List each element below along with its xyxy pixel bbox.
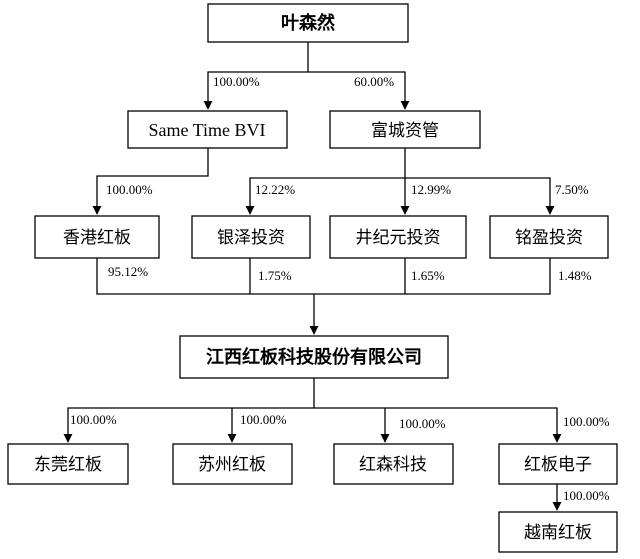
node-label: 越南红板 <box>524 523 592 543</box>
node-label: 东莞红板 <box>34 455 102 475</box>
pct-ye-fucheng: 60.00% <box>354 74 394 89</box>
node-label: 叶森然 <box>281 12 335 34</box>
pct-mingying-jiangxi: 1.48% <box>558 268 592 283</box>
pct-hk-jiangxi: 95.12% <box>108 264 148 279</box>
node-vietnam-hongban: 越南红板 <box>498 511 618 553</box>
node-suzhou-hongban: 苏州红板 <box>172 443 293 485</box>
edge-ye-fucheng <box>308 71 410 110</box>
node-label: Same Time BVI <box>148 120 265 140</box>
edge-fucheng-yinze <box>245 148 406 215</box>
edge-ye-bvi <box>203 42 309 110</box>
node-hongban-dianzi: 红板电子 <box>498 443 618 485</box>
pct-yinze-jiangxi: 1.75% <box>258 268 292 283</box>
pct-bvi-hk: 100.00% <box>106 182 153 197</box>
node-same-time-bvi: Same Time BVI <box>127 110 288 149</box>
pct-ye-bvi: 100.00% <box>213 74 260 89</box>
edge-jiangxi-dongguan <box>63 378 315 443</box>
node-jingjiyuan: 井纪元投资 <box>329 215 467 259</box>
node-label: 江西红板科技股份有限公司 <box>206 346 422 368</box>
node-hk-hongban: 香港红板 <box>34 215 160 259</box>
edge-bvi-hk <box>92 148 209 215</box>
pct-jiangxi-suzhou: 100.00% <box>240 412 287 427</box>
node-jiangxi-hongban: 江西红板科技股份有限公司 <box>179 335 449 379</box>
node-hongsen: 红森科技 <box>333 443 454 485</box>
node-label: 银泽投资 <box>217 228 285 248</box>
pct-jiangxi-dongguan: 100.00% <box>70 412 117 427</box>
edge-fucheng-mingying <box>405 177 555 215</box>
pct-fucheng-jingjiyuan: 12.99% <box>411 182 451 197</box>
node-label: 红板电子 <box>524 455 592 475</box>
edge-merge-bus <box>96 258 551 295</box>
ownership-labels: 100.00% 60.00% 100.00% 12.22% 12.99% 7.5… <box>70 74 610 503</box>
connectors <box>63 42 562 511</box>
node-yinze: 银泽投资 <box>191 215 311 259</box>
pct-jingjiyuan-jiangxi: 1.65% <box>411 268 445 283</box>
pct-jiangxi-dianzi: 100.00% <box>563 414 610 429</box>
pct-fucheng-yinze: 12.22% <box>255 182 295 197</box>
node-mingying: 铭盈投资 <box>489 215 609 259</box>
node-label: 富城资管 <box>371 121 439 141</box>
node-label: 香港红板 <box>63 228 131 248</box>
pct-fucheng-mingying: 7.50% <box>555 182 589 197</box>
node-label: 铭盈投资 <box>515 228 583 248</box>
edge-jiangxi-dianzi <box>314 407 562 443</box>
node-dongguan-hongban: 东莞红板 <box>7 443 129 485</box>
node-label: 苏州红板 <box>198 455 266 475</box>
node-fucheng: 富城资管 <box>329 110 481 149</box>
pct-jiangxi-hongsen: 100.00% <box>399 416 446 431</box>
pct-dianzi-vietnam: 100.00% <box>563 488 610 503</box>
node-ye-senran: 叶森然 <box>207 3 409 43</box>
node-label: 红森科技 <box>359 455 427 475</box>
node-label: 井纪元投资 <box>356 228 441 248</box>
